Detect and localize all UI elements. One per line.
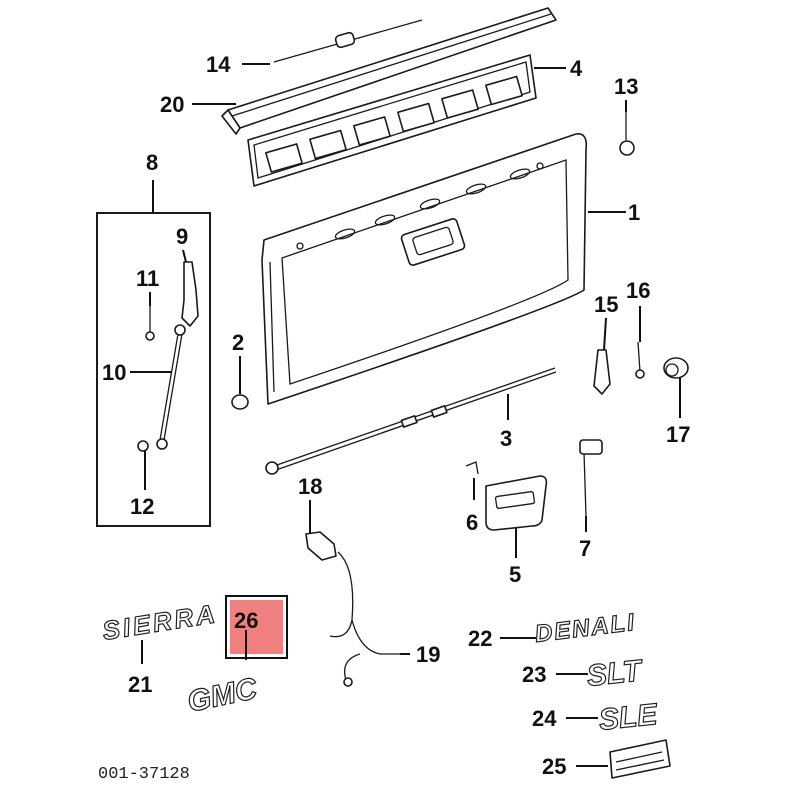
- trim-panel-window: [309, 129, 347, 160]
- part-6-clip[interactable]: [465, 461, 479, 475]
- part-26-highlight[interactable]: [225, 595, 288, 659]
- leader-lines: [130, 63, 681, 767]
- part-14-rod[interactable]: [273, 19, 423, 63]
- part-3-cable[interactable]: [265, 367, 557, 475]
- trim-panel-window: [353, 116, 391, 146]
- part-15-hinge[interactable]: [593, 349, 611, 395]
- part-18-latch[interactable]: [305, 531, 337, 561]
- trim-panel-window: [265, 143, 303, 173]
- callout-9: 9: [176, 224, 188, 249]
- callout-7: 7: [579, 536, 591, 561]
- part-17-bushing[interactable]: [663, 357, 689, 379]
- part-7-rod[interactable]: [579, 439, 603, 517]
- callout-16: 16: [626, 278, 650, 303]
- callout-21: 21: [128, 672, 152, 697]
- callout-14: 14: [206, 52, 231, 77]
- callout-23: 23: [522, 662, 546, 687]
- emblem-sierra[interactable]: SIERRA: [100, 598, 221, 647]
- callout-5: 5: [509, 562, 521, 587]
- emblem-slt-text: SLT: [585, 654, 645, 693]
- callout-12: 12: [130, 494, 154, 519]
- callout-2: 2: [232, 330, 244, 355]
- emblem-gmc-text: GMC: [185, 672, 262, 719]
- trim-panel-window: [441, 89, 479, 119]
- callout-3: 3: [500, 426, 512, 451]
- callout-6: 6: [466, 510, 478, 535]
- part-2-bumper[interactable]: [231, 394, 249, 410]
- callout-4: 4: [570, 56, 583, 81]
- callout-10: 10: [102, 360, 126, 385]
- part-12-bolt[interactable]: [137, 440, 149, 452]
- callout-25: 25: [542, 754, 566, 779]
- part-16-pin[interactable]: [635, 341, 645, 379]
- callout-19: 19: [416, 642, 440, 667]
- trim-panel-window: [485, 75, 523, 106]
- emblem-sle-text: SLE: [597, 698, 659, 737]
- trim-panel-window: [397, 102, 435, 133]
- part-9-latch-bracket[interactable]: [181, 261, 199, 327]
- emblem-denali-text: DENALI: [533, 609, 637, 648]
- callout-17: 17: [666, 422, 690, 447]
- part-13-bolt[interactable]: [619, 110, 635, 156]
- reference-number: 001-37128: [98, 765, 190, 784]
- callout-18: 18: [298, 474, 322, 499]
- callout-22: 22: [468, 626, 492, 651]
- part-4-trim-panel[interactable]: [247, 54, 537, 187]
- emblem-sle[interactable]: SLE: [597, 697, 661, 737]
- part-1-tailgate-panel[interactable]: [261, 133, 588, 405]
- part-11-screw[interactable]: [145, 306, 155, 341]
- callout-11: 11: [136, 266, 159, 291]
- callout-15: 15: [594, 292, 618, 317]
- callout-13: 13: [614, 74, 638, 99]
- part-25-emblem-plate[interactable]: [609, 739, 671, 779]
- emblem-sierra-text: SIERRA: [100, 598, 220, 646]
- part-10-strap[interactable]: [156, 324, 186, 450]
- part-19-wire-harness[interactable]: [329, 551, 402, 687]
- callout-24: 24: [532, 706, 557, 731]
- callout-26: 26: [234, 608, 258, 633]
- emblem-gmc[interactable]: GMC: [184, 671, 262, 719]
- emblem-denali[interactable]: DENALI: [533, 608, 638, 648]
- callout-8: 8: [146, 150, 158, 175]
- callout-1: 1: [628, 200, 640, 225]
- callout-20: 20: [160, 92, 184, 117]
- part-20-tailgate-top-cap[interactable]: [221, 7, 557, 135]
- callout-labels: 14 20 4 13 1 8 9 11 10 12 2 3 15 16 17 6…: [102, 52, 690, 779]
- emblem-slt[interactable]: SLT: [585, 654, 646, 694]
- part-5-handle[interactable]: [485, 475, 548, 531]
